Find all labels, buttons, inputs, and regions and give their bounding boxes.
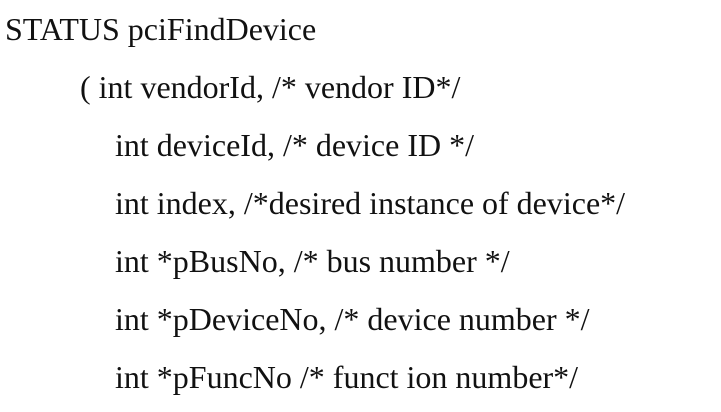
param-device-no: int *pDeviceNo, /* device number */ [115, 301, 590, 337]
param-bus-no: int *pBusNo, /* bus number */ [115, 243, 510, 279]
param-device-id: int deviceId, /* device ID */ [115, 127, 474, 163]
function-signature: STATUS pciFindDevice [5, 11, 317, 47]
code-listing: STATUS pciFindDevice ( int vendorId, /* … [0, 6, 625, 412]
param-func-no: int *pFuncNo /* funct ion number*/ [115, 359, 579, 395]
param-vendor-id: ( int vendorId, /* vendor ID*/ [80, 69, 461, 105]
param-index: int index, /*desired instance of device*… [115, 185, 626, 221]
